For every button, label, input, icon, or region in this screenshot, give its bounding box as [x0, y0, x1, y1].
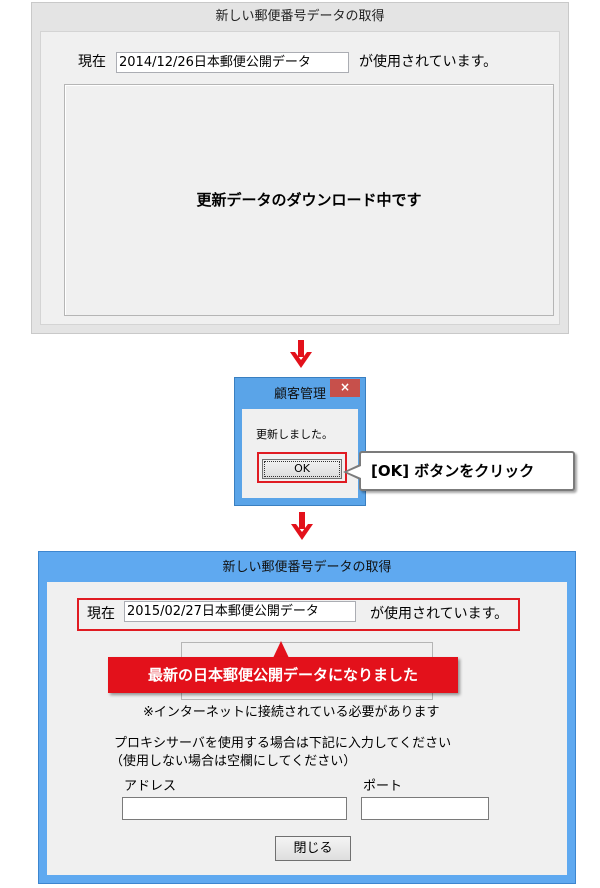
close-icon[interactable]: ×	[330, 379, 360, 397]
window-client-area: 現在 2014/12/26日本郵便公開データ が使用されています。 更新データの…	[40, 31, 560, 325]
dialog-message: 更新しました。	[256, 428, 333, 441]
message-dialog: 顧客管理 × 更新しました。 OK	[234, 377, 366, 506]
proxy-instruction-note: （使用しない場合は空欄にしてください）	[110, 754, 357, 769]
current-row-highlight	[77, 598, 520, 631]
down-arrow-icon	[291, 512, 313, 540]
window-title: 新しい郵便番号データの取得	[215, 9, 385, 24]
current-data-field: 2015/02/27日本郵便公開データ	[124, 601, 356, 622]
updated-banner: 最新の日本郵便公開データになりました	[108, 657, 458, 693]
banner-pointer	[273, 641, 289, 658]
download-window: 新しい郵便番号データの取得 現在 2014/12/26日本郵便公開データ が使用…	[31, 2, 569, 334]
current-label: 現在	[78, 54, 106, 70]
dialog-client-area: 更新しました。 OK	[242, 409, 358, 498]
proxy-instruction: プロキシサーバを使用する場合は下記に入力してください	[114, 736, 452, 751]
in-use-text: が使用されています。	[370, 606, 509, 622]
window-title: 新しい郵便番号データの取得	[222, 560, 392, 575]
download-status-text: 更新データのダウンロード中です	[196, 191, 422, 209]
proxy-port-input[interactable]	[361, 797, 489, 820]
current-label: 現在	[87, 606, 115, 622]
click-ok-callout: [OK] ボタンをクリック	[359, 451, 575, 491]
status-panel: 更新データのダウンロード中です	[64, 84, 554, 316]
internet-note: ※インターネットに接続されている必要があります	[143, 705, 440, 720]
dialog-title: 顧客管理	[273, 387, 326, 402]
callout-pointer-inner	[347, 466, 361, 478]
proxy-address-input[interactable]	[122, 797, 347, 820]
download-window-updated: 新しい郵便番号データの取得 現在 2015/02/27日本郵便公開データ が使用…	[38, 551, 576, 884]
ok-button[interactable]: OK	[262, 459, 342, 479]
down-arrow-icon	[290, 340, 312, 368]
close-button[interactable]: 閉じる	[275, 836, 351, 861]
address-label: アドレス	[124, 779, 177, 794]
window-client-area: 現在 2015/02/27日本郵便公開データ が使用されています。 最新の日本郵…	[47, 582, 567, 875]
port-label: ポート	[363, 779, 403, 794]
in-use-text: が使用されています。	[359, 54, 498, 70]
current-data-field: 2014/12/26日本郵便公開データ	[116, 52, 349, 73]
